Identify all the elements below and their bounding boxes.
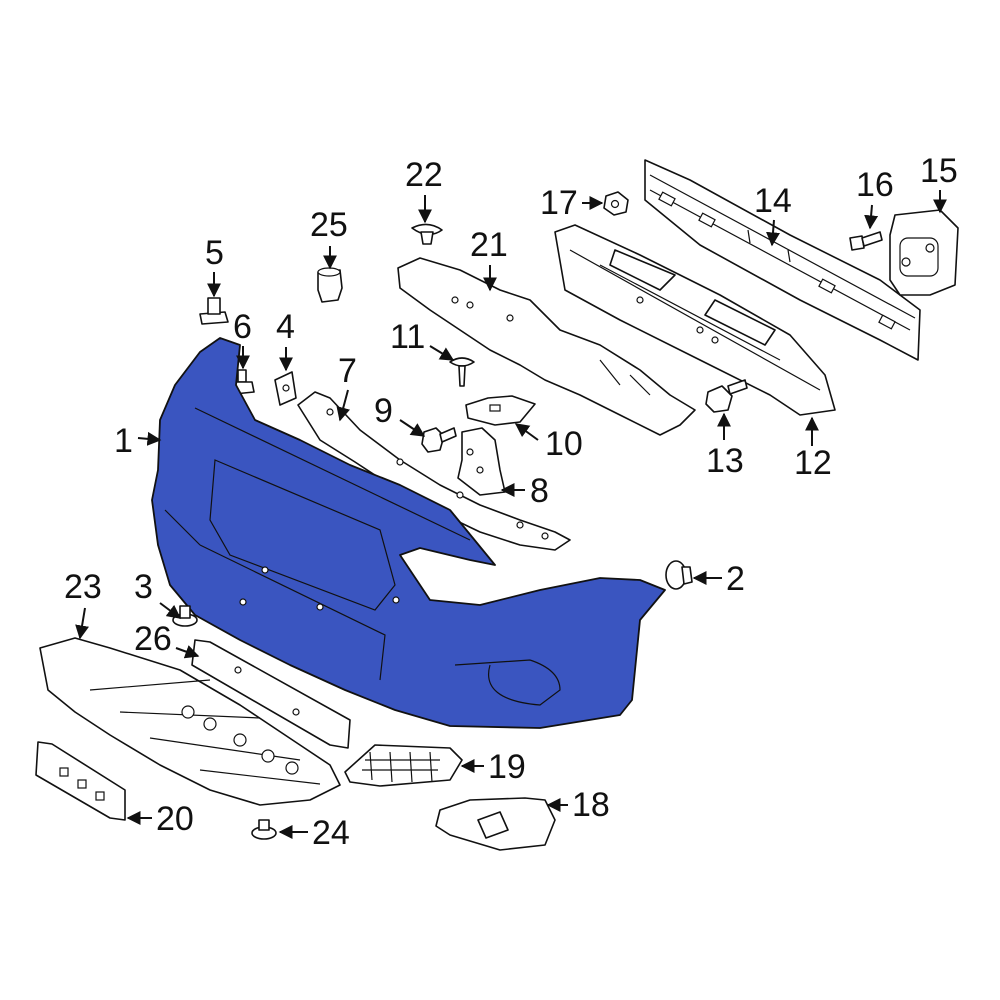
bumper-bracket <box>889 209 959 296</box>
callout-26: 26 <box>134 620 172 658</box>
callout-22: 22 <box>405 156 443 194</box>
callout-23: 23 <box>64 568 102 606</box>
callout-20: 20 <box>156 800 194 838</box>
callout-19: 19 <box>488 748 526 786</box>
reinforcement-bar <box>644 159 921 361</box>
bolt-9 <box>421 427 457 453</box>
callout-18: 18 <box>572 786 610 824</box>
callout-1: 1 <box>114 422 133 460</box>
strip-26 <box>191 639 351 749</box>
clip-5 <box>199 297 229 325</box>
callout-11: 11 <box>390 318 425 356</box>
energy-absorber <box>554 224 836 416</box>
callout-5: 5 <box>205 234 224 272</box>
callout-8: 8 <box>530 472 549 510</box>
bumper-cover <box>151 337 666 729</box>
bracket-4 <box>274 371 297 406</box>
callout-10: 10 <box>545 425 583 463</box>
nut-17 <box>603 191 629 216</box>
callout-16: 16 <box>856 166 894 204</box>
clip-22 <box>411 223 443 245</box>
callout-4: 4 <box>276 308 295 346</box>
callout-3: 3 <box>134 568 153 606</box>
callout-13: 13 <box>706 442 744 480</box>
clip-2 <box>665 560 693 590</box>
spacer-25 <box>317 267 343 303</box>
fog-grille <box>344 744 463 787</box>
bracket-10 <box>465 395 536 426</box>
bumper-cover-body <box>151 337 666 729</box>
lower-shield <box>39 637 341 806</box>
clip-24 <box>251 819 277 840</box>
callout-24: 24 <box>312 814 350 852</box>
callout-7: 7 <box>338 352 357 390</box>
callout-labels: 1 2 3 4 5 6 7 8 9 10 11 12 13 14 15 16 1… <box>64 152 958 852</box>
callout-12: 12 <box>794 444 832 482</box>
callout-14: 14 <box>754 182 792 220</box>
callout-15: 15 <box>920 152 958 190</box>
callout-2: 2 <box>726 560 745 598</box>
bolt-16 <box>849 231 883 251</box>
callout-21: 21 <box>470 226 508 264</box>
fog-bezel <box>435 797 556 851</box>
bracket-8 <box>457 427 506 496</box>
callout-25: 25 <box>310 206 348 244</box>
upper-shield <box>397 257 696 436</box>
callout-9: 9 <box>374 392 393 430</box>
bolt-13 <box>705 379 748 413</box>
leader-lines <box>75 190 947 839</box>
callout-17: 17 <box>540 184 578 222</box>
callout-6: 6 <box>233 308 252 346</box>
clip-11 <box>449 357 475 387</box>
panel-20 <box>35 741 126 821</box>
